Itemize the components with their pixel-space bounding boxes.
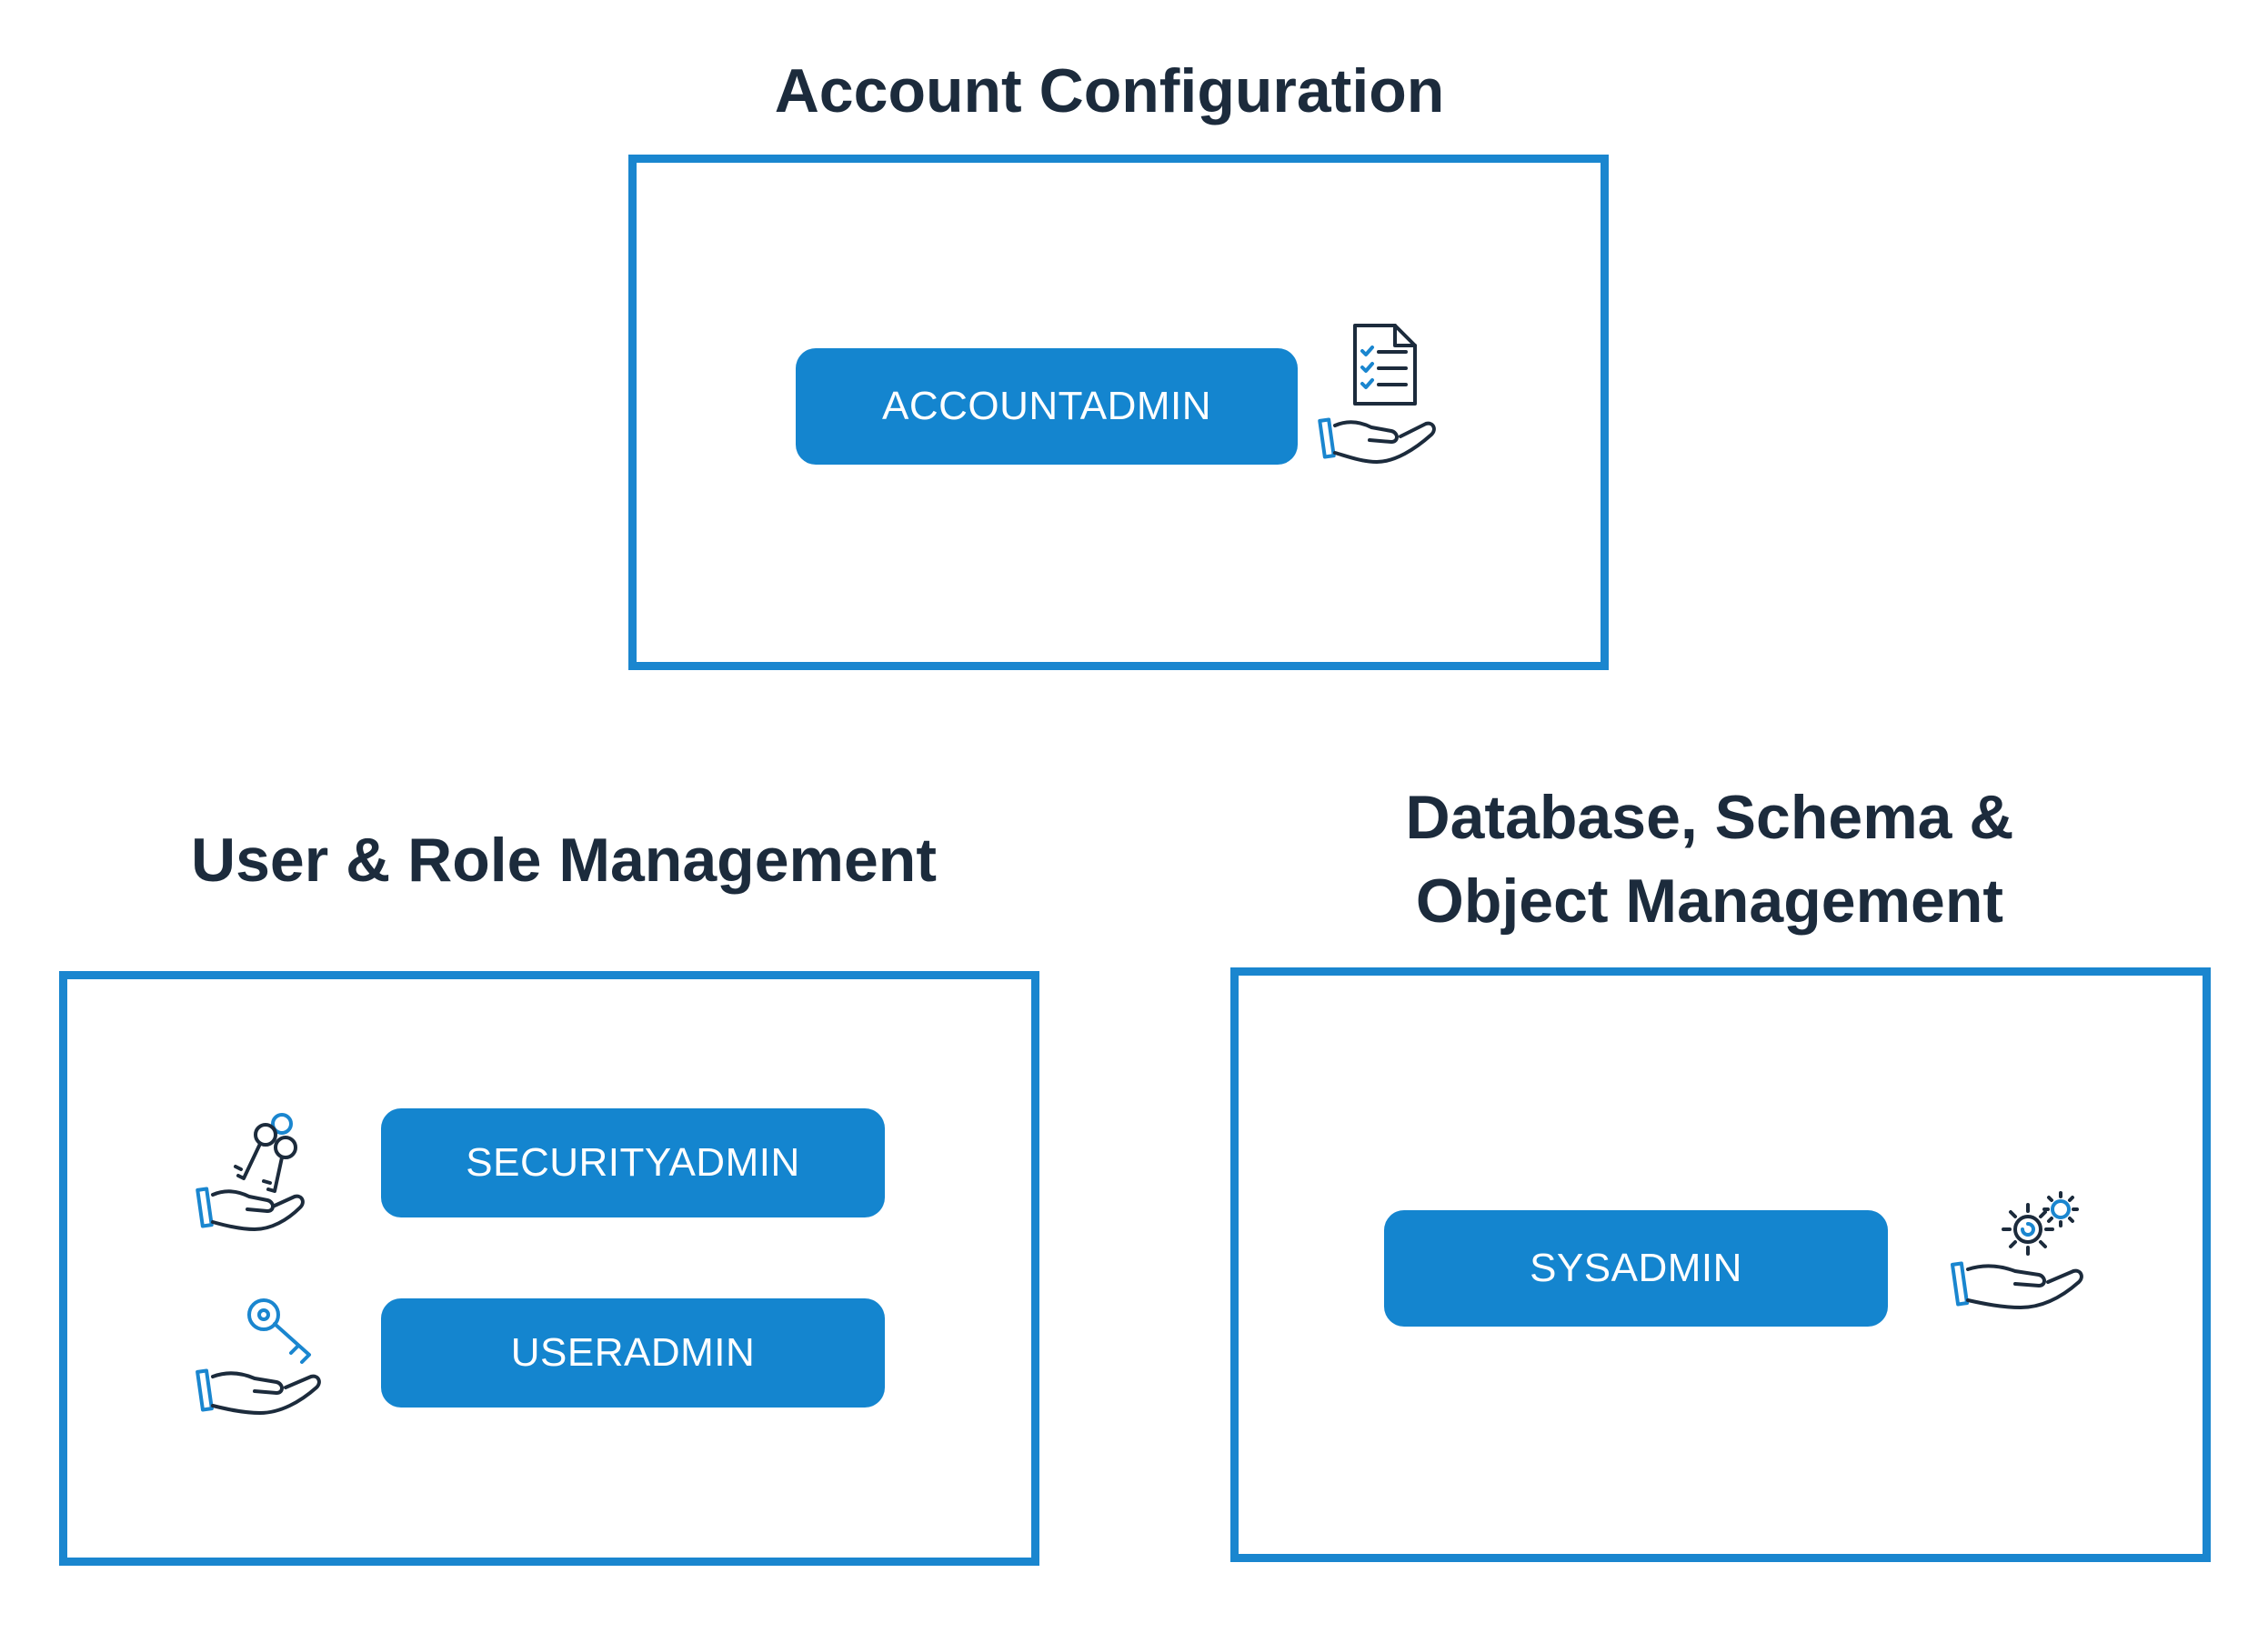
database-schema-object-title-line1: Database, Schema & xyxy=(1405,783,2014,852)
account-configuration-title: Account Configuration xyxy=(774,56,1445,125)
gears-hand-icon xyxy=(1950,1191,2088,1315)
accountadmin-button[interactable]: ACCOUNTADMIN xyxy=(796,348,1298,465)
securityadmin-button[interactable]: SECURITYADMIN xyxy=(381,1108,885,1217)
user-role-management-panel xyxy=(59,971,1039,1566)
document-checklist-hand-icon xyxy=(1318,320,1440,466)
keys-hand-icon xyxy=(196,1107,309,1231)
useradmin-button[interactable]: USERADMIN xyxy=(381,1298,885,1408)
key-hand-icon xyxy=(196,1293,326,1417)
sysadmin-button[interactable]: SYSADMIN xyxy=(1384,1210,1888,1327)
database-schema-object-title-line2: Object Management xyxy=(1415,867,2004,936)
user-role-management-title: User & Role Management xyxy=(191,826,937,895)
